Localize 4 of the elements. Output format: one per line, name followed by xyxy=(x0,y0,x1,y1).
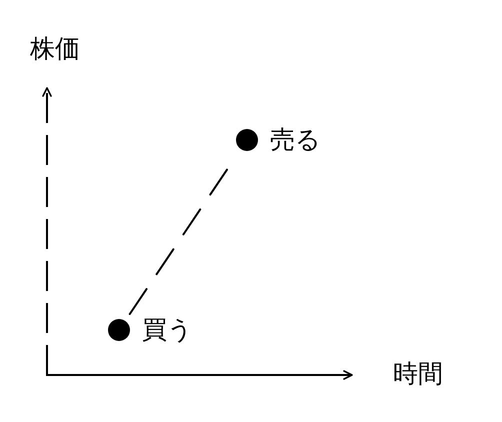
axis-label: 株価 xyxy=(30,33,80,65)
point-label: 買う xyxy=(142,314,193,346)
axis-label: 時間 xyxy=(393,358,443,390)
point-label: 売る xyxy=(270,124,321,156)
